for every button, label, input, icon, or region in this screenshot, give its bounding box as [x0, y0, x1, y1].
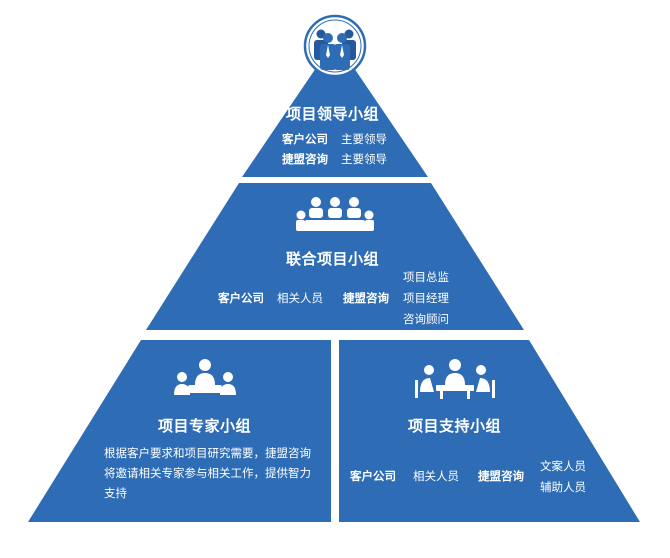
expert-title: 项目专家小组	[158, 417, 252, 435]
team-group-icon	[303, 14, 367, 78]
support-client-org: 客户公司	[350, 469, 396, 483]
tier-support-shape	[339, 340, 640, 522]
joint-consult-role-2: 项目经理	[403, 291, 449, 305]
discussion-table-icon	[415, 359, 495, 399]
joint-client-org: 客户公司	[218, 291, 264, 305]
support-consult-role-2: 辅助人员	[540, 480, 586, 494]
tier-expert-shape	[28, 340, 331, 522]
support-client-role: 相关人员	[413, 469, 459, 483]
conference-table-icon	[296, 197, 374, 231]
leadership-row2-org: 捷盟咨询	[282, 152, 328, 166]
leadership-row2-role: 主要领导	[341, 152, 387, 166]
meeting-table-icon	[174, 359, 236, 395]
joint-client-role: 相关人员	[277, 291, 323, 305]
support-title: 项目支持小组	[408, 417, 502, 435]
support-consult-role-1: 文案人员	[540, 459, 586, 473]
support-consult-org: 捷盟咨询	[478, 469, 524, 483]
joint-consult-role-1: 项目总监	[403, 270, 449, 284]
leadership-title: 项目领导小组	[286, 105, 380, 123]
joint-consult-role-3: 咨询顾问	[403, 312, 449, 326]
joint-title: 联合项目小组	[286, 250, 380, 268]
leadership-row1-role: 主要领导	[341, 132, 387, 146]
expert-description: 根据客户要求和项目研究需要，捷盟咨询将邀请相关专家参与相关工作，提供智力支持	[104, 446, 311, 500]
joint-consult-org: 捷盟咨询	[343, 291, 389, 305]
leadership-row1-org: 客户公司	[282, 132, 328, 146]
tier-leadership-shape	[242, 40, 428, 177]
tier-joint-shape	[146, 183, 524, 330]
